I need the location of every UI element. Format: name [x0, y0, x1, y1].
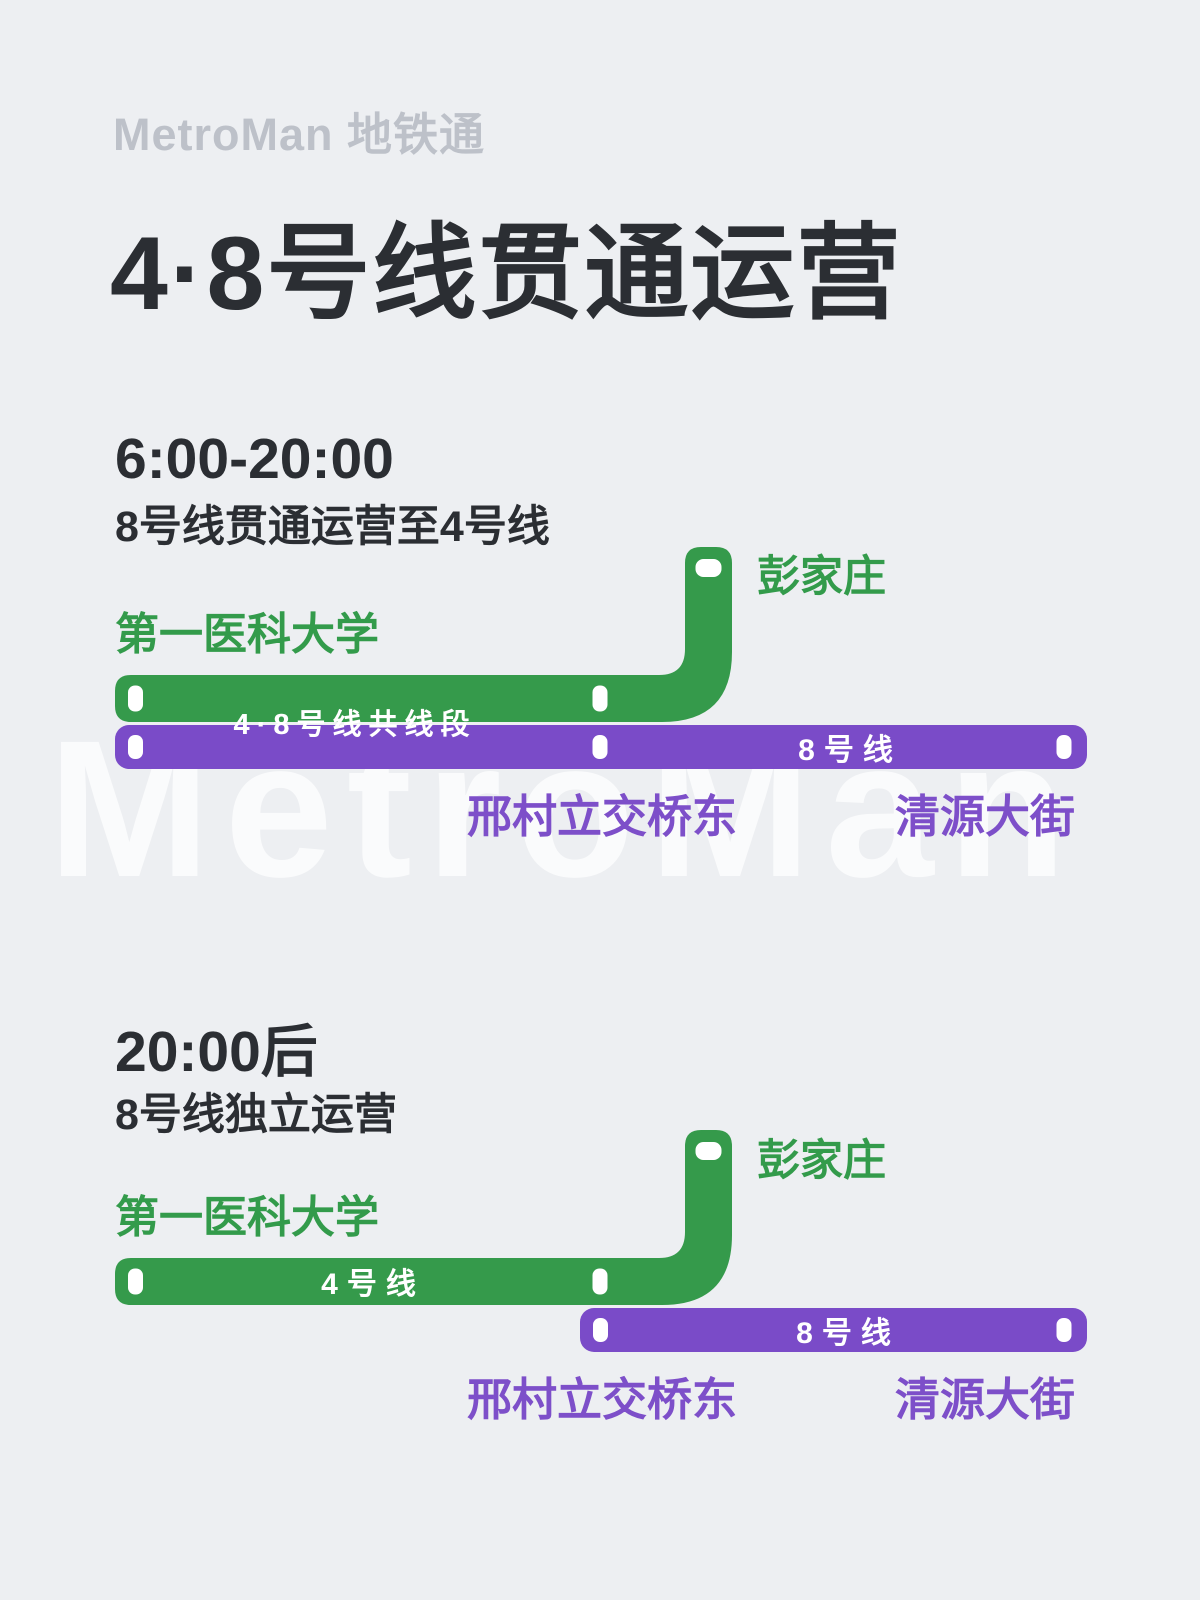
station-marker [592, 735, 608, 759]
terminal-marker [695, 559, 722, 577]
section1-line4-path [115, 547, 732, 722]
station-label-xingcunlijiaoqiaodong: 邢村立交桥东 [466, 1374, 738, 1425]
station-marker [592, 1268, 608, 1295]
section1-line-diagram [115, 547, 1087, 769]
station-label-qingyuandajie: 清源大街 [894, 1374, 1076, 1425]
station-marker [592, 685, 608, 712]
station-marker [593, 1318, 608, 1342]
station-label-pengjiazhuang: 彭家庄 [757, 553, 886, 601]
station-label-qingyuandajie: 清源大街 [894, 791, 1076, 842]
station-label-xingcunlijiaoqiaodong: 邢村立交桥东 [466, 791, 738, 842]
shared-segment-label: 4·8号线共线段 [233, 709, 477, 741]
section2-time: 20:00后 [115, 1020, 318, 1084]
line4-label: 4号线 [321, 1268, 425, 1301]
station-label-diyiyikedaxue: 第一医科大学 [115, 610, 379, 659]
section2-line8-bar [580, 1308, 1087, 1352]
terminal-marker [1056, 1318, 1072, 1342]
station-label-diyiyikedaxue: 第一医科大学 [115, 1193, 379, 1242]
station-label-pengjiazhuang: 彭家庄 [757, 1137, 886, 1185]
station-marker [128, 735, 143, 759]
terminal-marker [1056, 735, 1072, 759]
station-marker [128, 685, 143, 712]
section2-line4-path [115, 1130, 732, 1305]
page-title: 4·8号线贯通运营 [110, 216, 903, 332]
section1-time: 6:00-20:00 [115, 427, 394, 491]
terminal-marker [695, 1142, 722, 1160]
line8-label: 8号线 [796, 1317, 900, 1350]
brand-logo: MetroMan 地铁通 [113, 109, 486, 160]
section2-subtitle: 8号线独立运营 [115, 1091, 397, 1139]
section2-line-diagram [115, 1130, 1087, 1352]
section1-subtitle: 8号线贯通运营至4号线 [115, 503, 550, 551]
station-marker [128, 1268, 143, 1295]
line8-label: 8号线 [798, 734, 902, 767]
